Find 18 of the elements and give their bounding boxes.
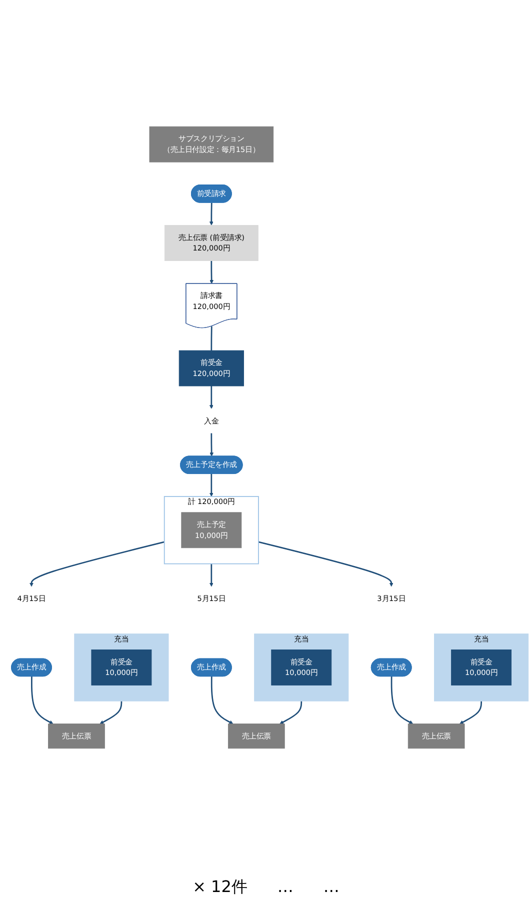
arrow (258, 541, 394, 587)
note-text: … (277, 877, 294, 898)
arrow (30, 541, 165, 587)
arrow (31, 676, 54, 724)
arrow (390, 676, 414, 724)
arrow (210, 433, 214, 456)
arrow (100, 701, 122, 724)
arrow (210, 676, 234, 724)
arrow (209, 386, 214, 409)
note-text: … (323, 877, 340, 898)
connector (210, 326, 212, 351)
arrow (210, 260, 214, 284)
arrow (209, 202, 214, 226)
arrow (209, 564, 214, 587)
arrow (460, 701, 482, 724)
arrow (209, 474, 214, 497)
arrow (280, 701, 302, 724)
note-text: × 12件 (192, 877, 248, 898)
